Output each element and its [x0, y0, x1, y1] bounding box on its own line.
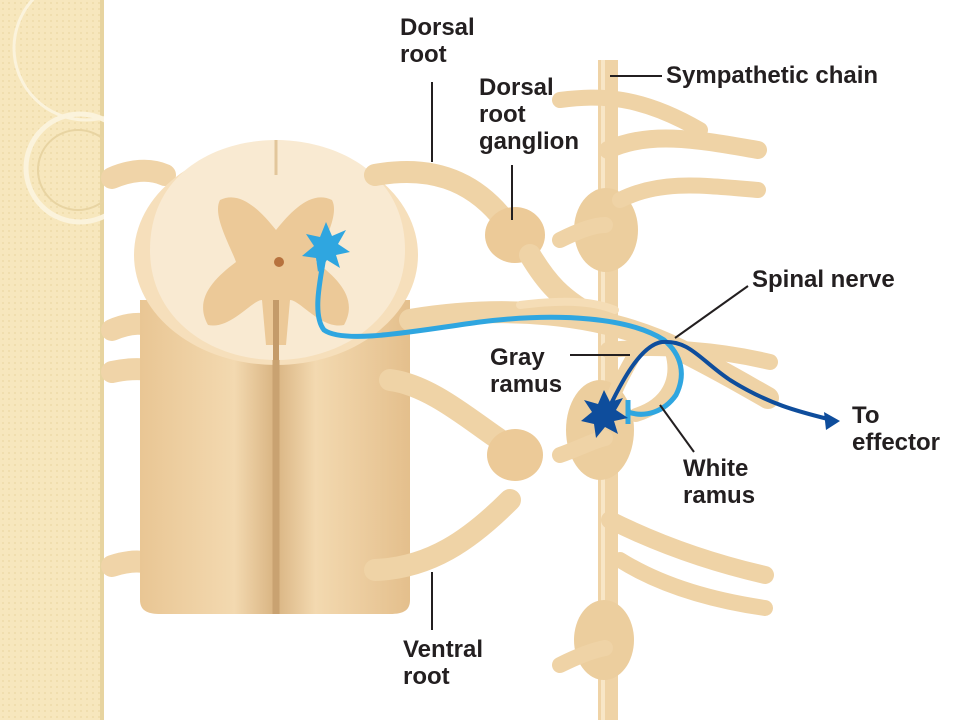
label-line: ganglion: [479, 128, 579, 155]
branch-lower-1: [601, 511, 774, 584]
left-dorsal-root-upper: [101, 159, 176, 189]
label-line: effector: [852, 429, 941, 456]
label-spinal-nerve: Spinal nerve: [752, 266, 895, 293]
decorative-sidebar: [0, 0, 160, 720]
ventral-root-upper: [379, 369, 511, 451]
label-to-effector: To effector: [852, 402, 940, 456]
label-line: Gray: [490, 344, 545, 371]
preganglionic-axon: [315, 243, 684, 417]
branch-middle-stub: [552, 430, 613, 463]
label-line: Dorsal: [400, 14, 475, 41]
label-dorsal-root-ganglion: Dorsal root ganglion: [479, 74, 579, 155]
central-canal: [274, 257, 284, 267]
label-line: To: [852, 402, 880, 429]
branch-upper-stub: [552, 217, 613, 248]
leader-spinal-nerve: [674, 285, 749, 339]
ventral-root-group: [364, 369, 543, 581]
gray-matter: [203, 197, 349, 345]
postganglionic-neuron: [581, 339, 840, 438]
postganglionic-axon: [606, 339, 834, 422]
star-neuron-icon: [581, 390, 628, 438]
arrow-right-icon: [824, 412, 840, 430]
star-neuron-icon: [302, 222, 350, 272]
branch-lower-2: [612, 552, 773, 616]
lower-root-ganglion: [487, 429, 543, 481]
spinal-cord: [134, 140, 418, 614]
branch-upper-2: [612, 177, 766, 208]
preganglionic-neuron: [302, 222, 684, 424]
label-line: Dorsal: [479, 74, 554, 101]
label-line: root: [400, 41, 447, 68]
branch-upper-1: [599, 129, 767, 159]
label-gray-ramus: Gray ramus: [490, 344, 562, 398]
label-line: root: [403, 663, 450, 690]
sympathetic-chain-trunk: [566, 60, 638, 720]
leader-lines: [431, 75, 749, 630]
leader-white-ramus: [659, 404, 695, 453]
label-ventral-root: Ventral root: [403, 636, 483, 690]
label-line: ramus: [490, 371, 563, 398]
dorsal-root: [364, 161, 511, 226]
spinal-nerve-group: [399, 297, 779, 409]
chain-ganglion-lower: [574, 600, 634, 680]
label-white-ramus: White ramus: [683, 455, 755, 509]
label-line: ramus: [683, 482, 756, 509]
branch-lower-stub: [552, 640, 613, 673]
label-line: root: [479, 101, 526, 128]
white-ramus: [629, 345, 682, 422]
spinal-nerve: [399, 301, 779, 409]
sidebar-edge: [100, 0, 104, 720]
label-sympathetic-chain: Sympathetic chain: [666, 62, 879, 89]
branch-upper-left: [552, 89, 708, 138]
spinal-nerve-highlight: [516, 297, 619, 314]
ventral-root: [364, 489, 521, 581]
label-dorsal-root: Dorsal root: [400, 14, 475, 68]
sidebar-pattern: [0, 0, 160, 720]
label-line: Ventral: [403, 636, 484, 663]
label-line: White: [683, 455, 749, 482]
